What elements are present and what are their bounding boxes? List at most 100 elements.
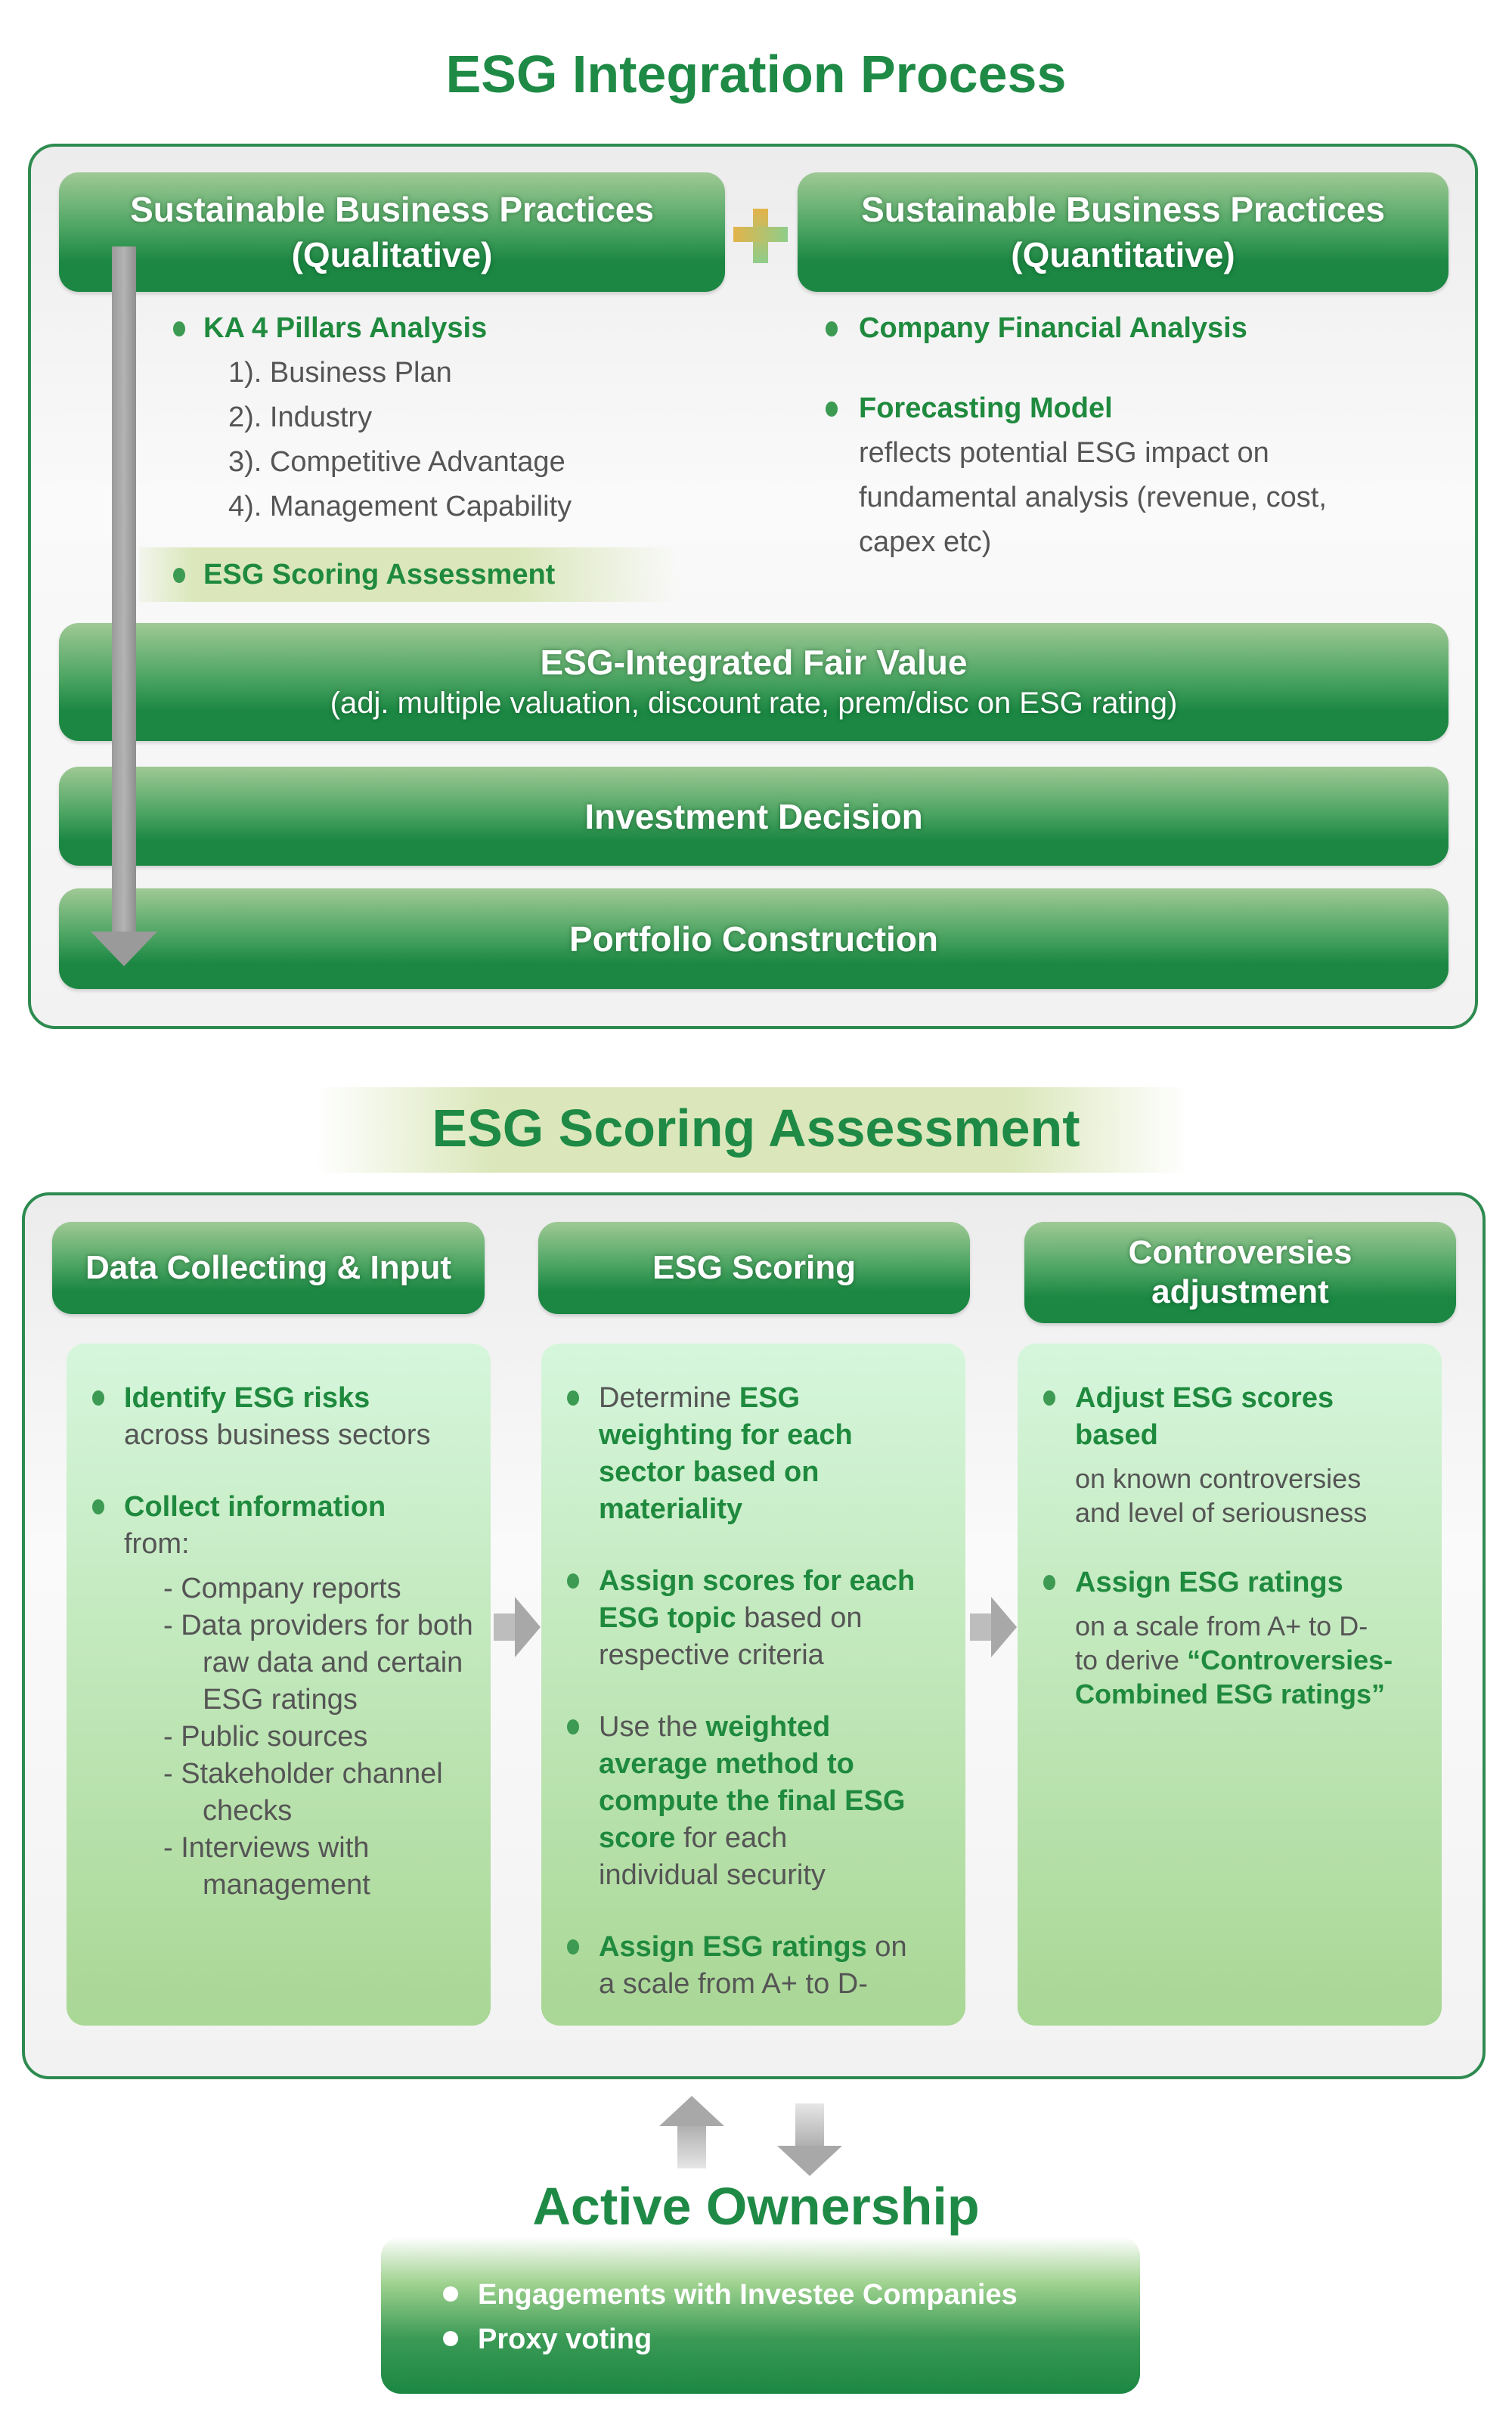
ownership-item: Proxy voting bbox=[478, 2323, 652, 2355]
financial-analysis-bullet: Company Financial Analysis bbox=[859, 312, 1247, 344]
forecasting-desc: fundamental analysis (revenue, cost, bbox=[859, 482, 1327, 513]
text-line: average method to bbox=[599, 1746, 953, 1783]
text-line: ESG topic based on bbox=[599, 1600, 953, 1637]
text-line: Assign scores for each bbox=[599, 1563, 953, 1600]
ownership-item: Engagements with Investee Companies bbox=[478, 2279, 1018, 2311]
text-line: weighting for each bbox=[599, 1417, 953, 1454]
column-body-0: Identify ESG risks across business sector… bbox=[67, 1344, 491, 2026]
arrow-down-icon bbox=[777, 2103, 842, 2176]
pillar-item: 1). Business Plan bbox=[228, 357, 452, 389]
qualitative-header: Sustainable Business Practices (Qualitat… bbox=[59, 172, 725, 292]
text-line: Use the weighted bbox=[599, 1709, 953, 1746]
bullet-icon bbox=[826, 401, 838, 417]
highlight-text: Adjust ESG scores bbox=[1075, 1382, 1334, 1414]
quantitative-header-line: (Quantitative) bbox=[1011, 235, 1235, 274]
bullet-icon bbox=[826, 321, 838, 336]
arrow-right-icon bbox=[970, 1597, 1017, 1657]
arrow-right-icon bbox=[494, 1597, 541, 1657]
quantitative-header: Sustainable Business Practices (Quantita… bbox=[798, 172, 1448, 292]
text-line: score for each bbox=[599, 1820, 953, 1857]
highlight-text: average method to bbox=[599, 1748, 854, 1780]
column-header-1: ESG Scoring bbox=[538, 1222, 970, 1314]
list-item: Identify ESG risks across business sector… bbox=[92, 1380, 479, 1454]
text-line: compute the final ESG bbox=[599, 1783, 953, 1820]
sub-item: - Stakeholder channel checks bbox=[163, 1758, 443, 1827]
qualitative-header-line: (Qualitative) bbox=[291, 235, 493, 274]
text-segment: from: bbox=[124, 1528, 190, 1560]
bullet-icon bbox=[1043, 1575, 1055, 1590]
text-segment: on bbox=[866, 1931, 907, 1963]
portfolio-construction-bar: Portfolio Construction bbox=[59, 888, 1448, 989]
sub-item: - Interviews with management bbox=[163, 1832, 370, 1901]
text-line: Assign ESG ratings on bbox=[599, 1929, 953, 1966]
text-line: Collect information bbox=[124, 1489, 479, 1526]
text-line: sector based on bbox=[599, 1454, 953, 1491]
pillar-item: 4). Management Capability bbox=[228, 491, 572, 522]
text-segment: to derive bbox=[1075, 1644, 1188, 1675]
pillar-item: 3). Competitive Advantage bbox=[228, 446, 565, 478]
flow-arrow-shaft bbox=[112, 246, 136, 935]
sub-item: - Data providers for both raw data and c… bbox=[163, 1610, 473, 1716]
text-line: on known controversies bbox=[1075, 1463, 1362, 1494]
scoring-bullet: ESG Scoring Assessment bbox=[203, 559, 556, 591]
ownership-box: Engagements with Investee Companies Prox… bbox=[381, 2237, 1140, 2394]
text-line: individual security bbox=[599, 1857, 953, 1894]
scoring-highlight-band bbox=[139, 547, 679, 602]
bullet-icon bbox=[1043, 1390, 1055, 1406]
highlight-text: Identify ESG risks bbox=[124, 1382, 370, 1414]
forecasting-desc: reflects potential ESG impact on bbox=[859, 437, 1269, 469]
text-line: Combined ESG ratings” bbox=[1075, 1677, 1430, 1711]
investment-decision-label: Investment Decision bbox=[584, 796, 923, 836]
highlight-text: “Controversies- bbox=[1187, 1644, 1393, 1675]
pillar-item: 2). Industry bbox=[228, 401, 373, 433]
text-line: on a scale from A+ to D- bbox=[1075, 1609, 1430, 1643]
forecasting-bullet: Forecasting Model bbox=[859, 392, 1113, 424]
pillars-bullet: KA 4 Pillars Analysis bbox=[203, 312, 488, 344]
text-line: Adjust ESG scores bbox=[1075, 1380, 1430, 1417]
bullet-icon bbox=[443, 2331, 458, 2346]
text-line: based bbox=[1075, 1417, 1430, 1454]
text-segment: a scale from A+ to D- bbox=[599, 1968, 868, 2000]
text-line: to derive “Controversies- bbox=[1075, 1643, 1430, 1677]
bullet-icon bbox=[567, 1573, 579, 1589]
highlight-text: Assign ESG ratings bbox=[599, 1931, 867, 1963]
highlight-text: score bbox=[599, 1822, 676, 1854]
bullet-icon bbox=[567, 1390, 579, 1406]
arrow-up-icon bbox=[659, 2096, 724, 2168]
bullet-icon bbox=[92, 1390, 104, 1406]
text-segment: on a scale from A+ to D- bbox=[1075, 1610, 1368, 1641]
highlight-text: sector based on bbox=[599, 1456, 820, 1488]
column-header-line: Data Collecting & Input bbox=[85, 1249, 451, 1286]
portfolio-construction-label: Portfolio Construction bbox=[569, 919, 939, 959]
highlight-text: compute the final ESG bbox=[599, 1785, 906, 1817]
text-segment: individual security bbox=[599, 1859, 826, 1891]
highlight-text: ESG bbox=[739, 1382, 801, 1414]
text-line: respective criteria bbox=[599, 1637, 953, 1674]
forecasting-desc: capex etc) bbox=[859, 526, 992, 558]
column-header-line: ESG Scoring bbox=[652, 1249, 856, 1286]
plus-icon bbox=[733, 209, 788, 263]
quantitative-header-line: Sustainable Business Practices bbox=[861, 190, 1385, 229]
fair-value-bar: ESG-Integrated Fair Value (adj. multiple… bbox=[59, 623, 1448, 741]
text-segment: respective criteria bbox=[599, 1639, 824, 1671]
highlight-text: ESG topic bbox=[599, 1602, 736, 1634]
text-segment: across business sectors bbox=[124, 1419, 431, 1451]
item-description: on a scale from A+ to D-to derive “Contr… bbox=[1075, 1609, 1430, 1711]
list-item: Assign ESG ratings on a scale from A+ to … bbox=[1043, 1564, 1430, 1711]
text-line: Identify ESG risks bbox=[124, 1380, 479, 1417]
text-line: from: bbox=[124, 1526, 479, 1563]
highlight-text: Assign scores for each bbox=[599, 1565, 916, 1597]
column-header-line: adjustment bbox=[1151, 1273, 1329, 1310]
text-segment: Determine bbox=[599, 1382, 739, 1414]
highlight-text: Assign ESG ratings bbox=[1075, 1567, 1343, 1598]
text-line: Determine ESG bbox=[599, 1380, 953, 1417]
